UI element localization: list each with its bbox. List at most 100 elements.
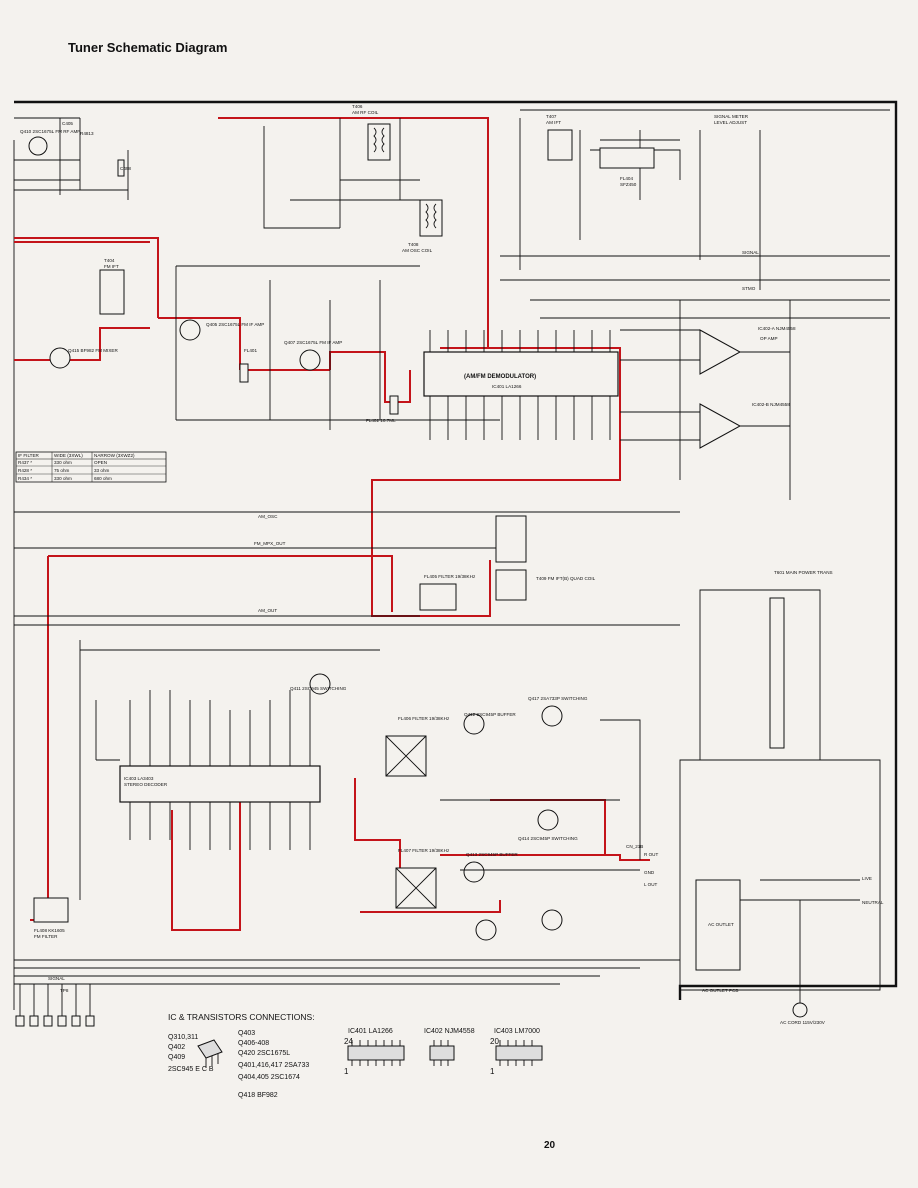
q417-transistor bbox=[541, 705, 563, 727]
fm-ift: T404 FM IFT bbox=[99, 258, 125, 315]
ic401-pin24: 24 bbox=[344, 1037, 353, 1046]
svg-text:FL404: FL404 bbox=[620, 176, 633, 181]
svg-text:Q407 2SC1675L FM IF AMP: Q407 2SC1675L FM IF AMP bbox=[284, 340, 342, 345]
q414-transistor bbox=[537, 809, 559, 831]
svg-text:AM OSC COIL: AM OSC COIL bbox=[402, 248, 433, 253]
svg-text:C405: C405 bbox=[62, 121, 73, 126]
svg-text:T406: T406 bbox=[352, 104, 363, 109]
power-transformer: T601 MAIN POWER TRANS bbox=[699, 570, 833, 761]
am-rf-coil: T406 AM RF COIL bbox=[352, 104, 391, 161]
am-ift: T407 AM IFT bbox=[546, 114, 573, 161]
svg-text:AM RF COIL: AM RF COIL bbox=[352, 110, 379, 115]
filter-table-header: IF FILTER bbox=[18, 453, 40, 458]
svg-text:FL407 FILTER 19/38KHz: FL407 FILTER 19/38KHz bbox=[398, 848, 450, 853]
svg-text:T407: T407 bbox=[546, 114, 557, 119]
svg-text:T409 FM IFT(B) QUAD COIL: T409 FM IFT(B) QUAD COIL bbox=[536, 576, 596, 581]
ic403-pin1: 1 bbox=[490, 1067, 495, 1076]
signal-net-label: SIGNAL bbox=[742, 250, 759, 255]
ac-outlet-box bbox=[695, 879, 741, 971]
pinout-ic401: IC401 LA1266 bbox=[348, 1028, 393, 1035]
svg-text:FM IFT: FM IFT bbox=[104, 264, 119, 269]
to92-package-icon bbox=[197, 1039, 223, 1059]
rf-amp-section: C405 R4813 Q410 2SC1675L FM RF AMP C498 bbox=[14, 117, 131, 200]
tp8-pin-label: TP8 bbox=[60, 988, 69, 993]
fl405-filter bbox=[419, 583, 457, 611]
if-filter-table: IF FILTER WIDE (3XWL) NARROW (3XWZ2) R43… bbox=[15, 451, 167, 483]
am-osc-net-label: AM_OSC bbox=[258, 514, 278, 519]
q415-transistor bbox=[49, 347, 71, 369]
svg-text:FL405 FILTER 19/38KHz: FL405 FILTER 19/38KHz bbox=[424, 574, 476, 579]
ic401-ref: IC401 LA1266 bbox=[492, 384, 522, 389]
svg-text:SFZ450: SFZ450 bbox=[620, 182, 637, 187]
filter-table-cell: 330 ohm bbox=[54, 476, 72, 481]
ic401-label: (AM/FM DEMODULATOR) bbox=[464, 374, 536, 380]
pinout-mid-2: Q406-408 bbox=[238, 1040, 270, 1047]
svg-text:Q414 2SC945P SWITCHING: Q414 2SC945P SWITCHING bbox=[518, 836, 578, 841]
stmo-net-label: STMO bbox=[742, 286, 756, 291]
q405-transistor bbox=[179, 319, 201, 341]
ic402-op-amps: IC402-A NJM4558 IC402-B NJM4558 OP AMP bbox=[699, 326, 796, 449]
pinout-left-3: Q409 bbox=[168, 1054, 186, 1061]
filter-table-cell: 680 ohm bbox=[94, 476, 112, 481]
ic401-package-icon bbox=[347, 1045, 405, 1061]
svg-text:Q415 BF982 FM MIXER: Q415 BF982 FM MIXER bbox=[68, 348, 118, 353]
filter-table-cell: 33 ohm bbox=[94, 468, 109, 473]
svg-text:FL402 10.7ML: FL402 10.7ML bbox=[366, 418, 396, 423]
pinout-mid-5: Q404,405 2SC1674 bbox=[238, 1074, 300, 1081]
pinout-mid-3: Q420 2SC1675L bbox=[238, 1050, 291, 1057]
filter-table-cell: R437 * bbox=[18, 460, 32, 465]
svg-text:Q412 2SC945P BUFFER: Q412 2SC945P BUFFER bbox=[464, 712, 516, 717]
cn21b-label: CN_21B bbox=[626, 844, 643, 849]
svg-text:R4813: R4813 bbox=[80, 131, 94, 136]
ic403-stereo-decoder: IC403 LA3403 STEREO DECODER bbox=[119, 765, 321, 803]
filter-table-cell: R434 * bbox=[18, 476, 32, 481]
op-amp-label: OP AMP bbox=[760, 336, 778, 341]
pinout-ic402: IC402 NJM4558 bbox=[424, 1028, 475, 1035]
ic403-label: STEREO DECODER bbox=[124, 782, 168, 787]
ac-cord-label: AC CORD 115V/230V bbox=[780, 1020, 826, 1025]
ic401-block: (AM/FM DEMODULATOR) IC401 LA1266 bbox=[423, 351, 619, 397]
ac-outlet-pcb-label: AC OUTLET PCB bbox=[702, 988, 738, 993]
pinout-left-4: 2SC945 E C B bbox=[168, 1066, 214, 1073]
page-number: 20 bbox=[544, 1140, 556, 1151]
ic403-package-icon bbox=[495, 1045, 543, 1061]
am-out-net-label: AM_OUT bbox=[258, 608, 277, 613]
svg-text:LEVEL ADJUST: LEVEL ADJUST bbox=[714, 120, 747, 125]
t409-quad-coil bbox=[495, 515, 527, 563]
pinout-mid-1: Q403 bbox=[238, 1030, 256, 1037]
r-out-label: R OUT bbox=[644, 852, 658, 857]
filter-table-cell: R428 * bbox=[18, 468, 32, 473]
ac-plug-icon bbox=[792, 1002, 808, 1018]
q411-transistor bbox=[309, 673, 331, 695]
page-title: Tuner Schematic Diagram bbox=[68, 40, 228, 55]
svg-text:Q417 2SA733P SWITCHING: Q417 2SA733P SWITCHING bbox=[528, 696, 588, 701]
svg-text:FM FILTER: FM FILTER bbox=[34, 934, 58, 939]
neutral-label: NEUTRAL bbox=[862, 900, 884, 905]
q412-transistor bbox=[463, 713, 485, 735]
filter-table-header: NARROW (3XWZ2) bbox=[94, 453, 135, 458]
power-trans-label: T601 MAIN POWER TRANS bbox=[774, 570, 833, 575]
pinout-mid-4: Q401,416,417 2SA733 bbox=[238, 1062, 310, 1069]
q416-transistor bbox=[475, 919, 497, 941]
ic401-pin1: 1 bbox=[344, 1067, 349, 1076]
pinout-ic403: IC403 LM7000 bbox=[494, 1028, 540, 1035]
ic402-package-icon bbox=[429, 1045, 455, 1061]
filter-table-cell: 330 ohm bbox=[54, 460, 72, 465]
pinout-left-2: Q402 bbox=[168, 1044, 186, 1051]
filter-table-header: WIDE (3XWL) bbox=[54, 453, 83, 458]
ic402a-label: IC402-A NJM4558 bbox=[758, 326, 796, 331]
fm-mpx-net-label: FM_MPX_OUT bbox=[254, 541, 286, 546]
svg-text:Q410 2SC1675L FM RF AMP: Q410 2SC1675L FM RF AMP bbox=[20, 129, 80, 134]
svg-text:T404: T404 bbox=[104, 258, 115, 263]
fl408-filter bbox=[33, 897, 69, 923]
ac-outlet-label: AC OUTLET bbox=[708, 922, 734, 927]
filter-table-cell: OPEN bbox=[94, 460, 107, 465]
svg-text:AM IFT: AM IFT bbox=[546, 120, 561, 125]
pinout-title: IC & TRANSISTORS CONNECTIONS: bbox=[168, 1012, 315, 1022]
ic403-ref: IC403 LA3403 bbox=[124, 776, 154, 781]
svg-text:FL408 KK1605: FL408 KK1605 bbox=[34, 928, 65, 933]
svg-text:C498: C498 bbox=[120, 166, 131, 171]
pinout-left-1: Q310,311 bbox=[168, 1034, 199, 1041]
ic402b-label: IC402-B NJM4558 bbox=[752, 402, 790, 407]
